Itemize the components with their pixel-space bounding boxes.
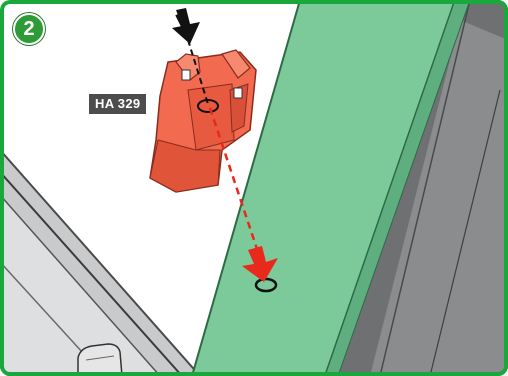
- part-number-label: HA 329: [89, 94, 146, 114]
- bottom-bracket: [78, 344, 122, 376]
- step-number-badge: 2: [13, 13, 45, 45]
